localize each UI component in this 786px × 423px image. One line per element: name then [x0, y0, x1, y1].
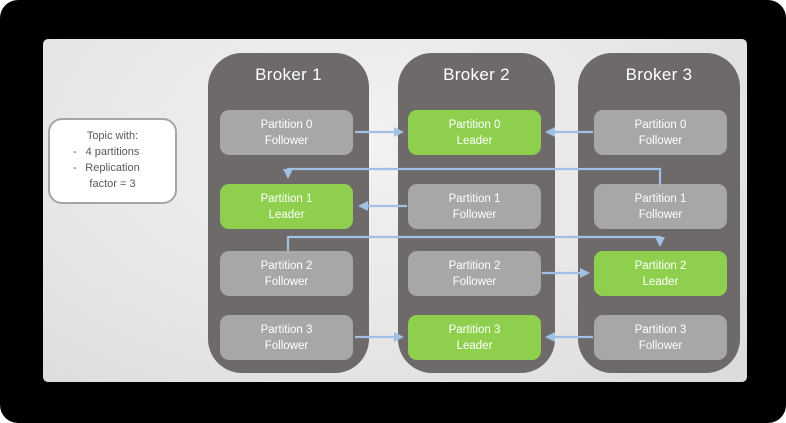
partition-name: Partition 1	[260, 192, 313, 205]
topic-callout-text: Replication	[85, 162, 140, 174]
broker-3-column: Broker 3 Partition 0 Follower Partition …	[578, 53, 740, 373]
broker2-partition1-follower: Partition 1 Follower	[408, 184, 541, 229]
partition-name: Partition 0	[260, 118, 313, 131]
partition-role: Leader	[642, 275, 679, 288]
broker3-partition1-follower: Partition 1 Follower	[594, 184, 727, 229]
partition-role: Leader	[456, 339, 493, 352]
partition-name: Partition 2	[448, 259, 501, 272]
broker2-partition3-leader: Partition 3 Leader	[408, 315, 541, 360]
broker-1-column: Broker 1 Partition 0 Follower Partition …	[208, 53, 369, 373]
topic-callout-line: - Replication	[50, 160, 175, 176]
partition-name: Partition 3	[260, 323, 313, 336]
broker3-partition3-follower: Partition 3 Follower	[594, 315, 727, 360]
broker1-partition0-follower: Partition 0 Follower	[220, 110, 353, 155]
partition-role: Follower	[452, 208, 497, 221]
topic-callout-title: Topic with:	[86, 130, 139, 142]
partition-role: Leader	[268, 208, 305, 221]
broker3-partition0-follower: Partition 0 Follower	[594, 110, 727, 155]
broker-1-title: Broker 1	[255, 65, 322, 84]
partition-role: Follower	[264, 134, 309, 147]
broker-3-title: Broker 3	[625, 65, 693, 84]
broker2-partition0-leader: Partition 0 Leader	[408, 110, 541, 155]
partition-name: Partition 1	[634, 192, 687, 205]
partition-role: Follower	[264, 339, 309, 352]
partition-role: Follower	[264, 275, 309, 288]
topic-callout-text: 4 partitions	[85, 146, 140, 158]
broker1-partition1-leader: Partition 1 Leader	[220, 184, 353, 229]
partition-role: Follower	[638, 208, 683, 221]
broker1-partition2-follower: Partition 2 Follower	[220, 251, 353, 296]
broker3-partition2-leader: Partition 2 Leader	[594, 251, 727, 296]
partition-name: Partition 3	[448, 323, 501, 336]
topic-callout-line: - 4 partitions	[50, 144, 175, 160]
topic-callout-text: factor = 3	[89, 178, 136, 190]
topic-callout: Topic with: - 4 partitions - Replication…	[48, 118, 177, 204]
bullet-dash: -	[73, 162, 77, 174]
partition-role: Follower	[638, 339, 683, 352]
partition-name: Partition 2	[260, 259, 313, 272]
partition-name: Partition 2	[634, 259, 687, 272]
bullet-dash: -	[73, 146, 77, 158]
partition-role: Follower	[452, 275, 497, 288]
partition-name: Partition 0	[448, 118, 501, 131]
partition-role: Leader	[456, 134, 493, 147]
topic-callout-line: factor = 3	[50, 176, 175, 192]
slide-canvas: Topic with: - 4 partitions - Replication…	[43, 39, 747, 382]
broker-2-column: Broker 2 Partition 0 Leader Partition 1 …	[398, 53, 555, 373]
partition-role: Follower	[638, 134, 683, 147]
partition-name: Partition 0	[634, 118, 687, 131]
partition-name: Partition 3	[634, 323, 687, 336]
broker-2-title: Broker 2	[443, 65, 510, 84]
broker2-partition2-follower: Partition 2 Follower	[408, 251, 541, 296]
broker1-partition3-follower: Partition 3 Follower	[220, 315, 353, 360]
partition-name: Partition 1	[448, 192, 501, 205]
